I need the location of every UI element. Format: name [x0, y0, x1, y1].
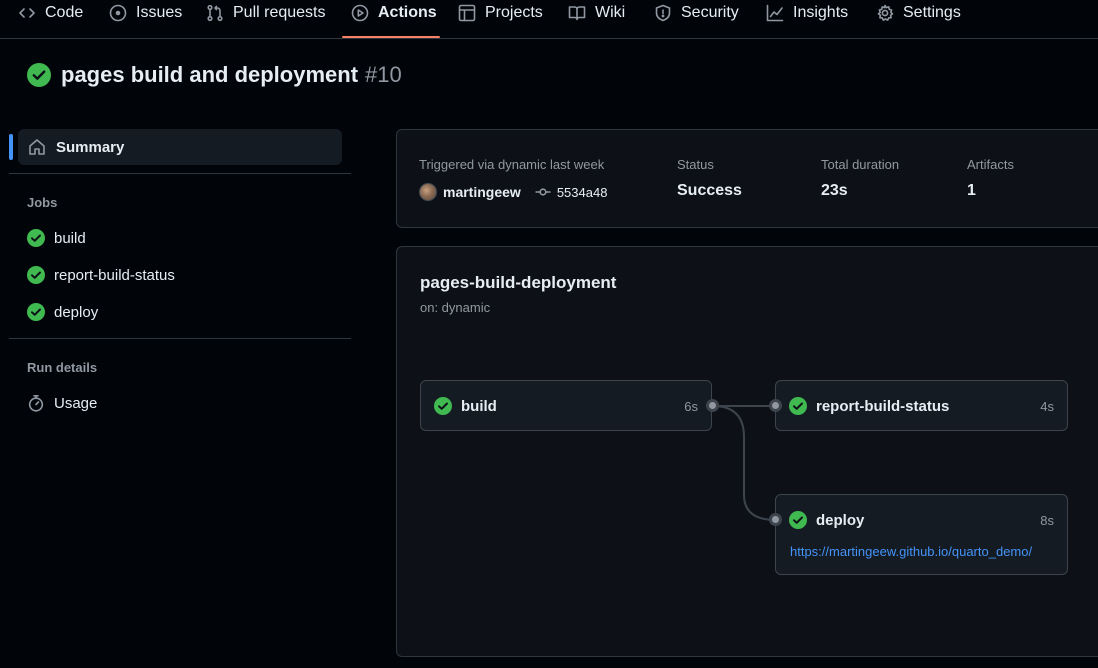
job-connectors	[712, 405, 777, 521]
tab-settings[interactable]: Settings	[876, 0, 961, 39]
tab-actions[interactable]: Actions	[351, 0, 437, 39]
build-output-node	[706, 399, 719, 412]
check-circle-fill-icon	[789, 511, 807, 529]
trigger-text: Triggered via dynamic last week	[419, 157, 605, 172]
graph-icon	[766, 4, 784, 21]
status-label: Status	[677, 157, 714, 172]
commit-link[interactable]: 5534a48	[535, 184, 608, 200]
job-duration: 8s	[1040, 513, 1054, 528]
sidebar-item-label: report-build-status	[54, 266, 175, 284]
check-circle-fill-icon	[27, 63, 51, 87]
duration-value: 23s	[821, 182, 848, 199]
artifacts-label: Artifacts	[967, 157, 1014, 172]
job-name: build	[461, 397, 497, 415]
play-icon	[351, 4, 369, 21]
tab-label: Wiki	[595, 3, 626, 21]
sidebar-item-summary[interactable]: Summary	[18, 129, 342, 165]
git-pull-request-icon	[207, 4, 223, 21]
artifacts-value[interactable]: 1	[967, 182, 976, 199]
shield-icon	[655, 4, 671, 21]
sidebar-item-usage[interactable]: Usage	[27, 394, 97, 412]
sidebar-item-label: deploy	[54, 303, 99, 321]
deploy-url-link[interactable]: https://martingeew.github.io/quarto_demo…	[790, 544, 1033, 559]
repo-nav: Code Issues Pull requests Actions Projec…	[0, 0, 1098, 39]
status-value: Success	[677, 182, 742, 199]
code-icon	[19, 7, 35, 18]
sidebar-active-indicator	[9, 134, 13, 160]
git-commit-icon	[535, 188, 551, 196]
tab-security[interactable]: Security	[654, 0, 739, 39]
tab-label: Insights	[793, 3, 849, 21]
tab-code[interactable]: Code	[18, 0, 83, 39]
jobs-heading: Jobs	[27, 195, 58, 210]
check-circle-fill-icon	[789, 397, 807, 415]
workflow-trigger: on: dynamic	[420, 300, 491, 315]
sidebar-item-label: Summary	[56, 138, 125, 156]
job-name: deploy	[816, 511, 865, 529]
job-name: report-build-status	[816, 397, 950, 415]
active-tab-indicator	[342, 36, 440, 38]
sidebar-job-deploy[interactable]: deploy	[27, 303, 98, 321]
tab-label: Settings	[903, 3, 961, 21]
workflow-name: pages-build-deployment	[420, 273, 617, 292]
home-icon	[29, 139, 45, 155]
deploy-input-node	[769, 513, 782, 526]
sidebar-job-report-build-status[interactable]: report-build-status	[27, 266, 175, 284]
stopwatch-icon	[28, 395, 44, 412]
workflow-graph-panel: pages-build-deployment on: dynamic build…	[396, 246, 1098, 657]
tab-insights[interactable]: Insights	[766, 0, 848, 39]
job-deploy[interactable]: deploy 8s https://martingeew.github.io/q…	[775, 494, 1068, 575]
gear-icon	[877, 4, 894, 21]
sidebar-job-build[interactable]: build	[27, 229, 86, 247]
avatar	[419, 183, 437, 201]
tab-label: Security	[681, 3, 739, 21]
sidebar-item-label: Usage	[54, 394, 98, 412]
duration-label: Total duration	[821, 157, 900, 172]
issue-opened-icon	[109, 4, 127, 21]
check-circle-fill-icon	[27, 303, 45, 321]
report-input-node	[769, 399, 782, 412]
tab-projects[interactable]: Projects	[458, 0, 543, 39]
tab-issues[interactable]: Issues	[109, 0, 182, 39]
sidebar-divider	[9, 173, 351, 174]
actor-name[interactable]: martingeew	[443, 184, 521, 200]
book-icon	[568, 5, 586, 20]
tab-label: Projects	[485, 3, 543, 21]
check-circle-fill-icon	[27, 266, 45, 284]
table-icon	[458, 4, 476, 21]
tab-wiki[interactable]: Wiki	[568, 0, 625, 39]
sidebar-item-label: build	[54, 229, 86, 247]
job-duration: 4s	[1040, 399, 1054, 414]
check-circle-fill-icon	[434, 397, 452, 415]
sidebar-divider	[9, 338, 351, 339]
tab-label: Issues	[136, 3, 183, 21]
commit-sha: 5534a48	[556, 184, 608, 200]
page-title: pages build and deployment	[61, 62, 359, 87]
trigger-actor: martingeew 5534a48	[419, 183, 607, 201]
check-circle-fill-icon	[27, 229, 45, 247]
job-build[interactable]: build 6s	[420, 380, 712, 431]
run-number: #10	[365, 62, 402, 87]
tab-label: Code	[45, 3, 84, 21]
tab-pull-requests[interactable]: Pull requests	[206, 0, 326, 39]
run-details-heading: Run details	[27, 360, 98, 375]
tab-label: Pull requests	[233, 3, 326, 21]
job-report-build-status[interactable]: report-build-status 4s	[775, 380, 1068, 431]
run-summary-panel: Triggered via dynamic last week martinge…	[396, 129, 1098, 228]
run-header: pages build and deployment #10	[27, 62, 402, 88]
tab-label: Actions	[378, 3, 437, 21]
job-duration: 6s	[684, 399, 698, 414]
